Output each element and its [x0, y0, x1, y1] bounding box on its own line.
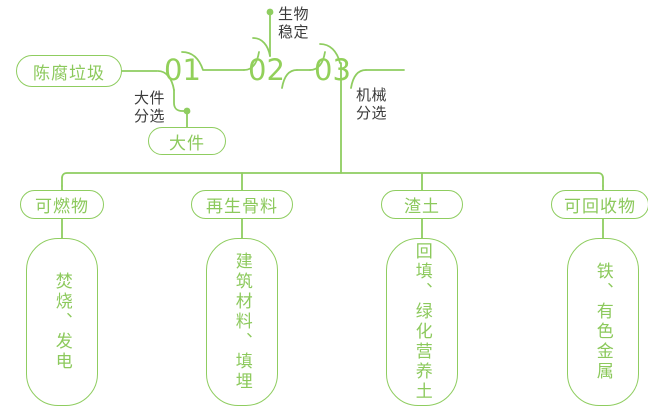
outcome-box-3[interactable]: 回填、绿化营养土: [386, 238, 458, 406]
step-number-01: 01: [164, 53, 201, 87]
pill-branch-3-label: 渣土: [404, 197, 440, 216]
outcome-box-3-text: 回填、绿化营养土: [412, 242, 432, 402]
arc-01-lower-left: [157, 70, 175, 91]
arc-03-lower-right-curl: [350, 69, 367, 89]
pill-branch-2-label: 再生骨料: [206, 197, 278, 216]
step-number-03: 03: [314, 53, 351, 87]
pill-branch-4-label: 可回收物: [564, 197, 636, 216]
dot-shengwu: [266, 8, 274, 16]
arc-01-upper-right: [181, 51, 245, 71]
arc-02-lower-right: [281, 69, 298, 89]
outcome-box-1[interactable]: 焚烧、发电: [26, 238, 98, 406]
outcome-box-2[interactable]: 建筑材料、填埋: [206, 238, 278, 406]
process-label-01: 大件 分选: [134, 90, 166, 125]
outcome-box-4-text: 铁、有色金属: [593, 262, 613, 382]
pill-branch-3[interactable]: 渣土: [381, 190, 463, 219]
pill-source-label: 陈腐垃圾: [33, 63, 105, 83]
dot-dajian: [183, 107, 191, 115]
pill-step1-output[interactable]: 大件: [148, 127, 226, 155]
arc-02-upper-left-in: [243, 51, 260, 71]
outcome-box-1-text: 焚烧、发电: [52, 272, 72, 372]
arc-03-upper-left-in: [309, 51, 326, 71]
edge-01-to-dajian: [173, 89, 187, 112]
distribution-bus: [61, 172, 604, 187]
pill-branch-4[interactable]: 可回收物: [551, 190, 648, 219]
process-label-02: 生物 稳定: [278, 6, 310, 41]
process-label-03: 机械 分选: [356, 87, 388, 122]
arc-03-upper-right: [319, 43, 341, 64]
pill-step1-output-label: 大件: [169, 133, 205, 153]
pill-branch-2[interactable]: 再生骨料: [191, 190, 293, 219]
step-number-02: 02: [248, 53, 285, 87]
pill-branch-1-label: 可燃物: [35, 197, 89, 216]
outcome-box-4[interactable]: 铁、有色金属: [567, 238, 639, 406]
pill-source-node[interactable]: 陈腐垃圾: [16, 55, 122, 87]
outcome-box-2-text: 建筑材料、填埋: [232, 252, 252, 392]
pill-branch-1[interactable]: 可燃物: [20, 190, 104, 219]
